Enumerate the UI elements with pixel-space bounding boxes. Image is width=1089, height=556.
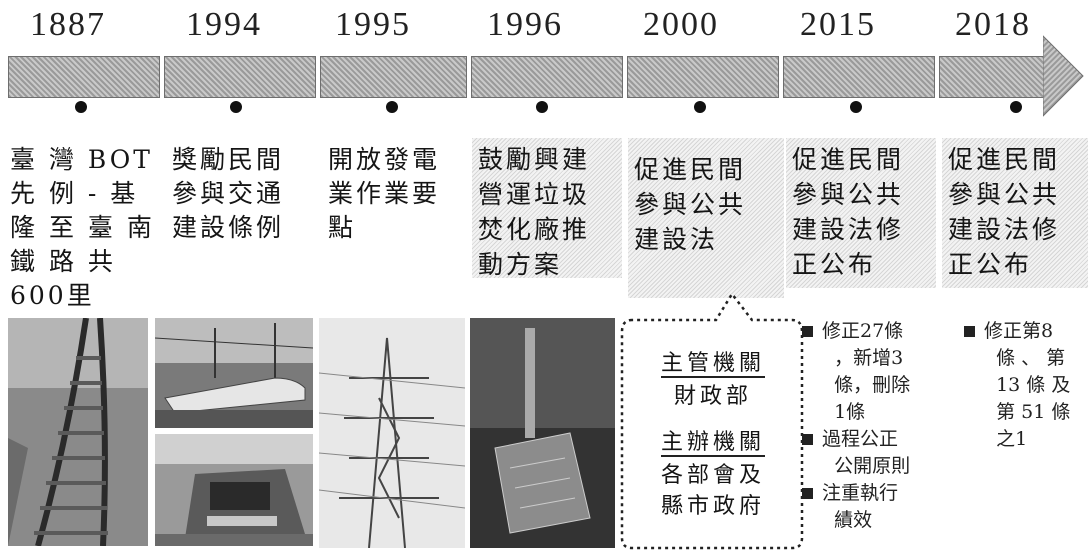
note-item: 過程公正 公開原則 xyxy=(800,426,910,480)
high-speed-train-photo xyxy=(155,318,313,428)
year-2018: 2018 xyxy=(955,6,1031,43)
timeline-dot xyxy=(386,101,398,113)
year-1996: 1996 xyxy=(487,6,563,43)
note-item: 修正27條 ，新增3 條，刪除 1條 xyxy=(800,318,910,426)
organizer-value-line1: 各部會及 xyxy=(660,463,765,488)
metro-train-photo xyxy=(155,434,313,546)
notes-2018: 修正第8 條 、 第 13 條 及 第 51 條 之1 xyxy=(962,318,1070,453)
year-2015: 2015 xyxy=(800,6,876,43)
timeline-segment xyxy=(783,56,935,98)
timeline-dot xyxy=(850,101,862,113)
timeline-segment xyxy=(627,56,779,98)
timeline-dot xyxy=(230,101,242,113)
authority-label: 主管機關 xyxy=(660,351,765,378)
note-item: 注重執行 績效 xyxy=(800,480,910,534)
timeline-segment xyxy=(320,56,467,98)
timeline-segment xyxy=(939,56,1046,98)
callout-bubble xyxy=(620,291,804,550)
timeline-dot xyxy=(536,101,548,113)
milestone-1996-text: 鼓勵興建 營運垃圾 焚化廠推 動方案 xyxy=(472,138,622,279)
year-1994: 1994 xyxy=(186,6,262,43)
year-1995: 1995 xyxy=(335,6,411,43)
authority-value: 財政部 xyxy=(673,384,752,409)
milestone-1995-text: 開放發電 業作業要 點 xyxy=(328,145,441,242)
milestone-1887-text: 臺 灣 BOT 先 例 - 基 隆 至 臺 南 鐵 路 共 600里 xyxy=(10,145,155,310)
power-tower-photo xyxy=(319,318,465,548)
milestone-2000-text: 促進民間 參與公共 建設法 xyxy=(628,138,784,298)
year-1887: 1887 xyxy=(30,6,106,43)
timeline-segment xyxy=(471,56,623,98)
incinerator-plant-photo xyxy=(470,318,615,548)
timeline-segment xyxy=(8,56,160,98)
timeline-segment xyxy=(164,56,316,98)
notes-2015: 修正27條 ，新增3 條，刪除 1條 過程公正 公開原則 注重執行 績效 xyxy=(800,318,910,534)
timeline-dot xyxy=(75,101,87,113)
timeline-arrowhead xyxy=(1043,35,1084,117)
milestone-1994-text: 獎勵民間 參與交通 建設條例 xyxy=(172,145,285,242)
organizer-label: 主辦機關 xyxy=(660,430,765,457)
timeline-dot xyxy=(694,101,706,113)
milestone-2018-text: 促進民間 參與公共 建設法修 正公布 xyxy=(942,138,1088,288)
note-item: 修正第8 條 、 第 13 條 及 第 51 條 之1 xyxy=(962,318,1070,453)
timeline-dot xyxy=(1010,101,1022,113)
organizer-value-line2: 縣市政府 xyxy=(660,494,765,519)
year-2000: 2000 xyxy=(643,6,719,43)
milestone-2015-text: 促進民間 參與公共 建設法修 正公布 xyxy=(786,138,936,288)
railway-track-photo xyxy=(8,318,148,546)
